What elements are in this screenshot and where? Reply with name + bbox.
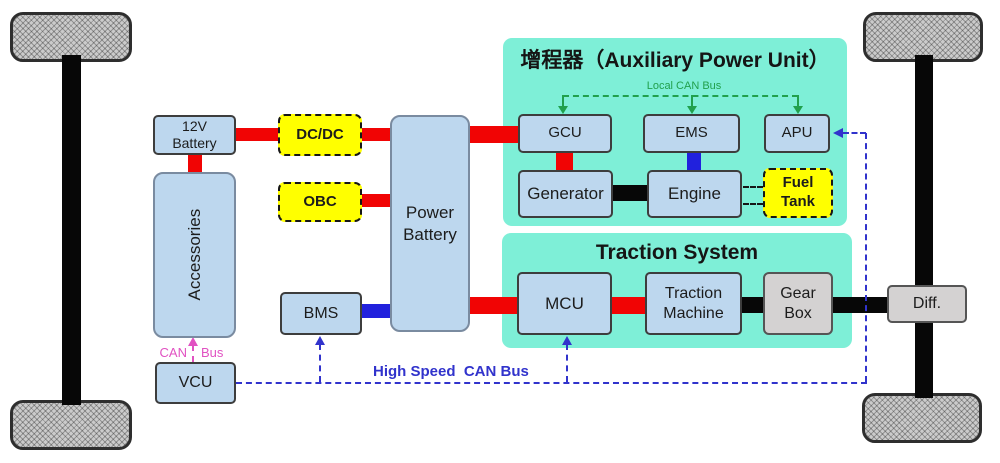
hs-can-bus-label: High Speed CAN Bus bbox=[373, 363, 529, 380]
low-can-label-can: CAN bbox=[159, 345, 187, 360]
signal-line-ems-engine bbox=[687, 153, 701, 170]
power-line-gcu-generator bbox=[556, 153, 573, 170]
node-bms: BMS bbox=[280, 292, 362, 335]
mech-link-traction-gearbox bbox=[742, 297, 763, 313]
hs-can-arrow-bms-icon bbox=[315, 336, 325, 345]
hs-can-branch-mcu bbox=[566, 344, 568, 382]
node-ems: EMS bbox=[643, 114, 740, 153]
fuel-line-bottom bbox=[743, 203, 763, 205]
hs-can-main-line bbox=[236, 382, 867, 384]
node-fuel-tank: Fuel Tank bbox=[763, 168, 833, 218]
node-power-battery: Power Battery bbox=[390, 115, 470, 332]
signal-line-bms-battery bbox=[362, 304, 390, 318]
low-can-arrow-icon bbox=[188, 337, 198, 346]
hs-can-branch-bms bbox=[319, 344, 321, 382]
node-generator: Generator bbox=[518, 170, 613, 218]
local-can-drop-gcu bbox=[562, 95, 564, 107]
node-obc: OBC bbox=[278, 182, 362, 222]
node-diff: Diff. bbox=[887, 285, 967, 323]
power-line-mcu-traction bbox=[612, 297, 645, 314]
mech-link-gearbox-diff bbox=[833, 297, 887, 313]
power-line-battery-gcu bbox=[470, 126, 518, 143]
local-can-arrow-ems-icon bbox=[687, 106, 697, 114]
power-line-12v-dcdc bbox=[236, 128, 278, 141]
wheel-rear-right-icon bbox=[862, 393, 982, 443]
power-line-12v-accessories bbox=[188, 155, 202, 173]
node-engine: Engine bbox=[647, 170, 742, 218]
power-line-battery-mcu bbox=[470, 297, 517, 314]
local-can-bus-line bbox=[563, 95, 798, 97]
hs-can-riser-right bbox=[865, 133, 867, 382]
node-traction-machine: Traction Machine bbox=[645, 272, 742, 335]
node-apu: APU bbox=[764, 114, 830, 153]
power-line-dcdc-battery bbox=[362, 128, 390, 141]
node-gear-box: Gear Box bbox=[763, 272, 833, 335]
right-axle bbox=[915, 55, 933, 398]
traction-region-title: Traction System bbox=[595, 241, 759, 264]
node-dcdc: DC/DC bbox=[278, 114, 362, 156]
low-can-line bbox=[192, 345, 194, 362]
apu-region-title: 增程器（Auxiliary Power Unit） bbox=[520, 49, 830, 72]
wheel-front-left-icon bbox=[10, 12, 132, 62]
local-can-drop-apu bbox=[797, 95, 799, 107]
power-line-obc-battery bbox=[362, 194, 390, 207]
hs-can-arrow-apu-icon bbox=[833, 128, 843, 138]
local-can-arrow-apu-icon bbox=[793, 106, 803, 114]
node-gcu: GCU bbox=[518, 114, 612, 153]
local-can-arrow-gcu-icon bbox=[558, 106, 568, 114]
left-axle bbox=[62, 55, 81, 405]
hs-can-arrow-mcu-icon bbox=[562, 336, 572, 345]
node-accessories: Accessories bbox=[153, 172, 236, 338]
local-can-drop-ems bbox=[691, 95, 693, 107]
node-mcu: MCU bbox=[517, 272, 612, 335]
wheel-rear-left-icon bbox=[10, 400, 132, 450]
mech-link-generator-engine bbox=[613, 185, 647, 201]
low-can-label-bus: Bus bbox=[201, 345, 224, 360]
local-can-bus-label: Local CAN Bus bbox=[646, 80, 722, 92]
fuel-line-top bbox=[743, 186, 763, 188]
node-vcu: VCU bbox=[155, 362, 236, 404]
wheel-front-right-icon bbox=[863, 12, 983, 62]
node-12v-battery: 12V Battery bbox=[153, 115, 236, 155]
hs-can-top-run bbox=[843, 132, 866, 134]
